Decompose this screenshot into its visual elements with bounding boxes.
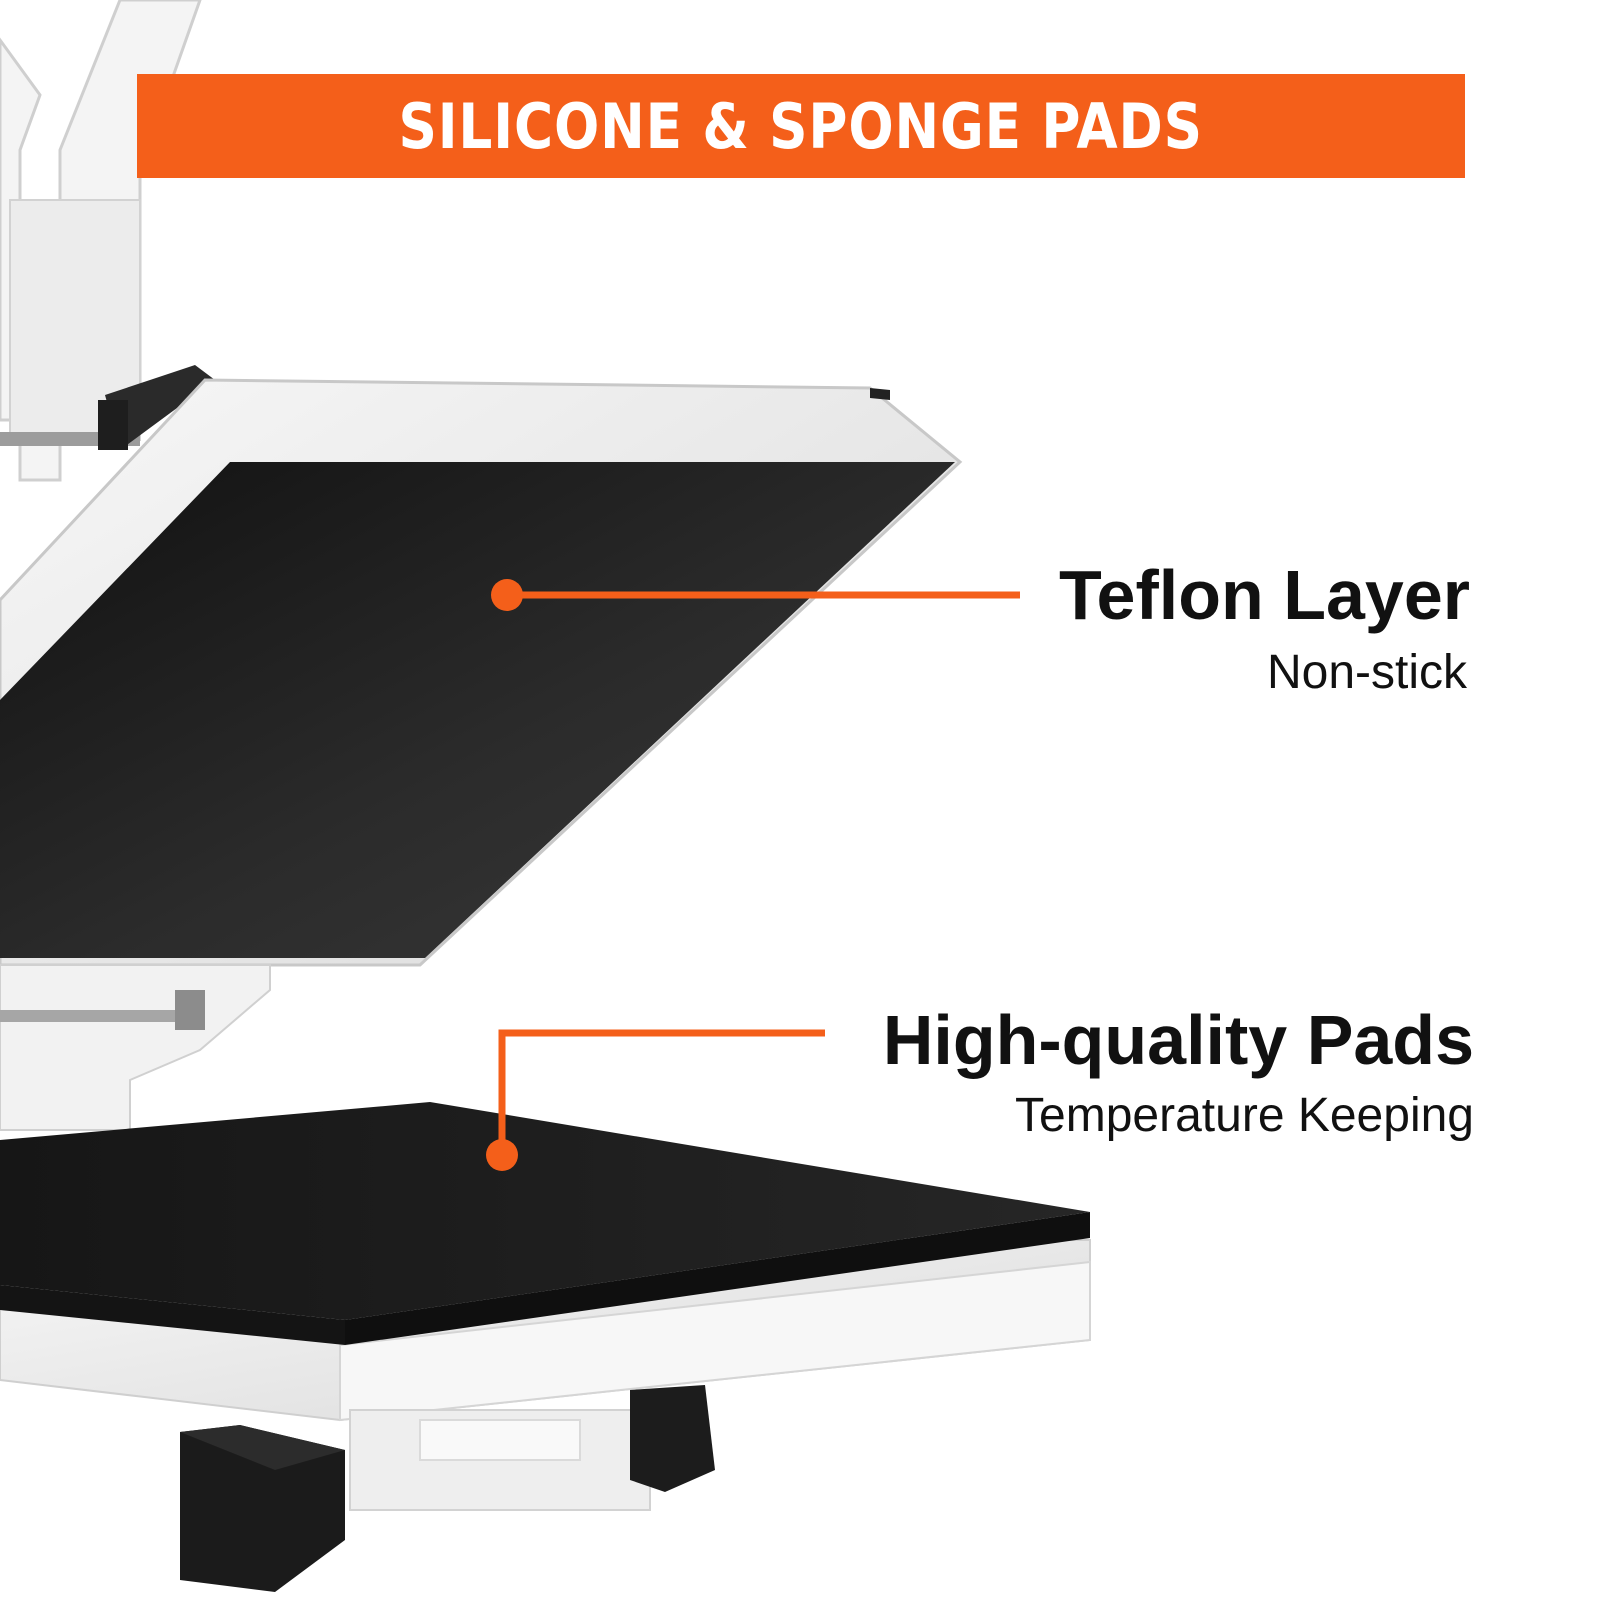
sponge-pad-surface xyxy=(0,1102,1090,1320)
lower-platen xyxy=(0,1102,1091,1422)
teflon-layer-title: Teflon Layer xyxy=(1058,556,1470,634)
upper-heat-platen xyxy=(0,378,963,967)
pads-title: High-quality Pads xyxy=(882,1001,1474,1079)
callout-teflon-pointer xyxy=(491,579,1020,611)
pressure-knob xyxy=(98,365,215,450)
banner-title: SILICONE & SPONGE PADS xyxy=(398,89,1204,163)
pads-subtitle: Temperature Keeping xyxy=(1015,1089,1474,1142)
base-mechanism xyxy=(349,1409,651,1511)
press-base-column xyxy=(0,964,271,1131)
callout-pads-pointer xyxy=(486,1029,825,1171)
rubber-feet xyxy=(180,1385,715,1592)
teflon-layer-surface xyxy=(0,462,955,958)
header-banner: SILICONE & SPONGE PADS xyxy=(137,74,1465,178)
teflon-layer-subtitle: Non-stick xyxy=(1266,646,1467,699)
